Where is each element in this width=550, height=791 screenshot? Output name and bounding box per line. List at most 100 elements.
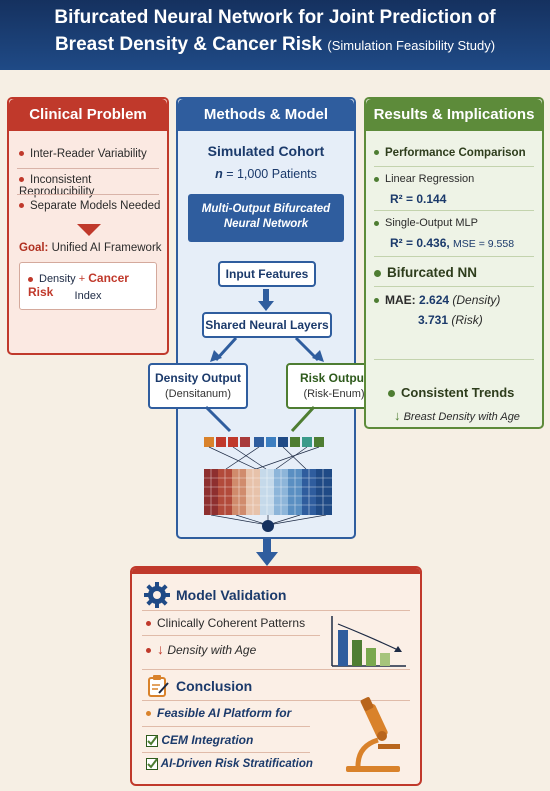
bullet-icon [374,220,379,226]
goal-index: Index [74,290,102,302]
bullet-icon [374,269,381,277]
bullet-icon [19,177,24,183]
cem-row: CEM Integration [146,733,253,747]
divider [142,669,410,670]
goal-box-line: Density + Cancer Risk [28,271,156,299]
risk-output-sub: (Risk-Enum) [303,388,365,400]
density-output-box: Density Output (Densitanum) [148,363,248,409]
goal-box: Density + Cancer Risk Index [19,262,157,310]
validation-item-label: Clinically Coherent Patterns [157,616,306,630]
results-title: Results & Implications [366,99,542,131]
mlp-row: Single-Output MLP [374,217,478,229]
goal-plus: + [78,273,86,285]
down-arrow-icon [258,289,274,311]
bifurcated-heading: Bifurcated NN [374,265,477,280]
bullet-icon [28,276,33,282]
goal-line: Goal: Unified AI Framework [19,242,162,254]
checkbox-icon [146,734,158,747]
title-subtitle: (Simulation Feasibility Study) [327,38,496,53]
clipboard-icon [148,675,169,697]
consistent-label: Consistent Trends [401,385,515,400]
down-arrow-icon [256,538,278,566]
divider [142,610,410,611]
clinical-problem-title: Clinical Problem [9,99,167,131]
mlp-metrics: R² = 0.436, MSE = 9.558 [390,236,514,250]
bullet-icon [146,621,151,627]
mae-density: 2.624 [419,293,450,307]
methods-title: Methods & Model [178,99,354,131]
cem-label: CEM Integration [161,733,254,747]
clinical-item: Inconsistent Reproducibility [19,174,167,198]
header: Bifurcated Neural Network for Joint Pred… [0,0,550,70]
ai-risk-row: AI-Driven Risk Stratification [146,758,313,770]
density-output-sub: (Densitanum) [164,388,232,400]
mlp-r2: R² = 0.436, [390,236,450,250]
clinical-item-label: Separate Models Needed [30,200,161,212]
branch-arrows [210,336,324,362]
validation-title: Model Validation [176,587,287,603]
input-node-row [204,437,324,447]
goal-density: Density [39,273,76,285]
output-node [262,520,274,532]
validation-panel: Model Validation Clinically Coherent Pat… [130,566,422,786]
clinical-item: Separate Models Needed [19,200,160,212]
divider [374,256,534,257]
title-main: Breast Density & Cancer Risk [54,34,323,55]
bifurcated-label: Bifurcated NN [387,265,478,280]
mae-risk-tag: (Risk) [451,313,483,327]
validation-item: ↓ Density with Age [146,641,256,657]
divider [17,194,159,195]
goal-label: Goal: [19,242,49,254]
checkbox-icon [146,758,158,770]
bullet-icon [374,176,379,182]
validation-item-label: Density with Age [167,643,257,657]
performance-label: Performance Comparison [385,147,526,159]
ai-risk-label: AI-Driven Risk Stratification [160,758,313,771]
risk-output-label: Risk Output [300,371,368,385]
linreg-label: Linear Regression [385,173,475,185]
microscope-icon [346,697,400,772]
down-arrow-icon [77,224,101,236]
divider [374,166,534,167]
title-line-2: Breast Density & Cancer Risk (Simulation… [0,34,550,56]
mae-row: MAE: 2.624 (Density) [374,293,500,307]
clinical-item: Inter-Reader Variability [19,148,147,160]
input-features-box: Input Features [218,261,316,287]
clinical-item-label: Inter-Reader Variability [30,148,147,160]
validation-item: Clinically Coherent Patterns [146,616,305,630]
neural-network-graphic [204,405,332,532]
mae-label: MAE: [385,293,416,307]
divider [142,726,310,727]
trend-label: Breast Density with Age [403,411,520,423]
divider [142,635,320,636]
mlp-label: Single-Output MLP [385,217,478,229]
cohort-size: n = 1,000 Patients [178,167,354,181]
mlp-mse: MSE = 9.558 [453,238,515,250]
bullet-icon [19,151,24,157]
goal-risk: Cancer Risk [28,271,129,299]
mae-risk-row: 3.731 (Risk) [418,313,483,327]
cohort-n: n [215,167,223,181]
network-title: Multi-Output Bifurcated Neural Network [201,203,331,230]
mae-density-tag: (Density) [452,293,501,307]
bullet-icon [19,203,24,209]
validation-top-bar [132,568,420,574]
gear-icon [144,582,170,608]
consistent-heading: Consistent Trends [388,385,514,400]
divider [17,168,159,169]
bullet-icon [374,150,379,156]
goal-text: Unified AI Framework [51,242,162,254]
down-arrow-icon: ↓ [394,408,401,423]
title-line-1: Bifurcated Neural Network for Joint Pred… [54,7,496,28]
bullet-icon [146,711,151,717]
divider [374,359,534,360]
linreg-r2: R² = 0.144 [390,192,447,206]
linreg-row: Linear Regression [374,173,474,185]
conclusion-title: Conclusion [176,678,253,694]
bullet-icon [374,298,379,304]
clinical-item-label: Inconsistent Reproducibility [19,174,95,198]
divider [374,210,534,211]
heatmap-grid [204,469,332,515]
trend-row: ↓ Breast Density with Age [394,408,520,423]
feasible-row: Feasible AI Platform for [146,706,291,720]
